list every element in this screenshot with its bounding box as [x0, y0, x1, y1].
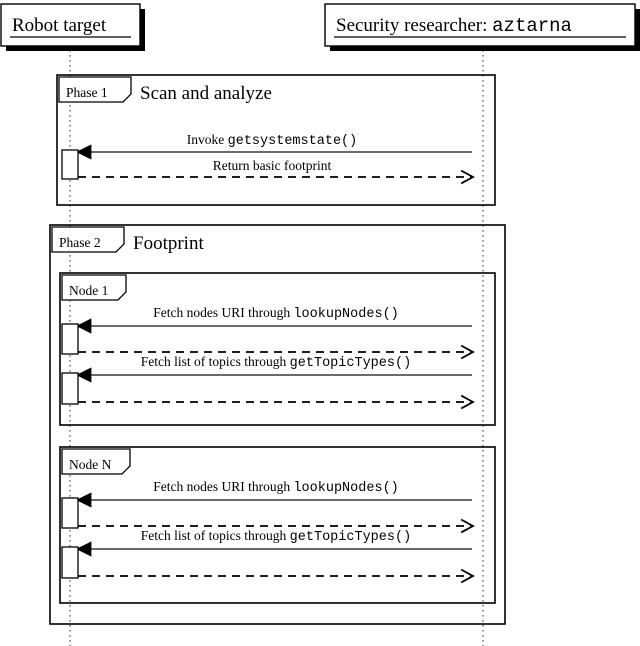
message-label-mono-m1-invoke-getsystemstate: getsystemstate() — [228, 134, 358, 149]
actor-box-robot-target[interactable] — [0, 3, 141, 47]
message-label-mono-m7-nodeN-lookupnodes: lookupNodes() — [293, 481, 398, 496]
frame-phase-1: Phase 1 Scan and analyze — [56, 74, 496, 206]
frame-tab-phase-1 — [58, 76, 132, 103]
message-arrowhead-m8-nodeN-lookupnodes-return — [460, 518, 475, 534]
message-m7-nodeN-lookupnodes: Fetch nodes URI through lookupNodes() — [76, 479, 472, 508]
frame-border-phase-2 — [49, 224, 506, 625]
message-m2-return-basic-footprint: Return basic footprint — [78, 158, 475, 185]
activation-bar-act-3 — [61, 372, 79, 405]
message-label-m3-node1-lookupnodes: Fetch nodes URI through lookupNodes() — [153, 305, 399, 322]
message-m4-node1-lookupnodes-return — [78, 344, 475, 360]
message-m1-invoke-getsystemstate: Invoke getsystemstate() — [76, 132, 472, 160]
message-group: Invoke getsystemstate() Return basic foot… — [76, 132, 475, 584]
message-label-m9-nodeN-gettopictypes: Fetch list of topics through getTopicTyp… — [141, 528, 411, 545]
message-arrowhead-m7-nodeN-lookupnodes — [76, 492, 92, 508]
actor-box-security-researcher[interactable] — [324, 3, 636, 47]
message-m5-node1-gettopictypes: Fetch list of topics through getTopicTyp… — [76, 354, 472, 383]
message-label-m2-return-basic-footprint: Return basic footprint — [213, 158, 332, 173]
activation-group — [61, 149, 79, 579]
frame-tab-label-phase-1: Phase 1 — [66, 85, 108, 100]
actor-label-serif-robot-target: Robot target — [12, 15, 107, 36]
actor-label-mono-security-researcher: aztarna — [492, 15, 572, 37]
actor-group: Robot target Security researcher: aztarna — [0, 3, 640, 51]
message-label-mono-m3-node1-lookupnodes: lookupNodes() — [293, 307, 398, 322]
actor-robot-target[interactable]: Robot target — [0, 3, 145, 51]
activation-bar-act-1 — [61, 149, 79, 180]
frame-node-n: Node N — [59, 446, 496, 604]
actor-label-security-researcher: Security researcher: aztarna — [336, 15, 572, 37]
frame-phase-2: Phase 2 Footprint — [49, 224, 506, 625]
message-m9-nodeN-gettopictypes: Fetch list of topics through getTopicTyp… — [76, 528, 472, 557]
message-label-serif-m7-nodeN-lookupnodes: Fetch nodes URI through — [153, 479, 293, 494]
frame-border-node-n — [59, 446, 496, 604]
message-arrowhead-m6-node1-gettopictypes-return — [460, 394, 475, 410]
actor-label-serif-security-researcher: Security researcher: — [336, 15, 492, 36]
actor-label-robot-target: Robot target — [12, 15, 107, 36]
activation-bar-act-2 — [61, 323, 79, 355]
message-label-mono-m9-nodeN-gettopictypes: getTopicTypes() — [290, 530, 412, 545]
frame-tab-label-node-n: Node N — [69, 457, 112, 472]
message-label-m7-nodeN-lookupnodes: Fetch nodes URI through lookupNodes() — [153, 479, 399, 496]
message-arrowhead-m10-nodeN-gettopictypes-return — [460, 568, 475, 584]
message-arrowhead-m3-node1-lookupnodes — [76, 318, 92, 334]
message-label-serif-m2-return-basic-footprint: Return basic footprint — [213, 158, 332, 173]
message-label-m1-invoke-getsystemstate: Invoke getsystemstate() — [187, 132, 358, 149]
message-label-serif-m5-node1-gettopictypes: Fetch list of topics through — [141, 354, 290, 369]
activation-bar-act-4 — [61, 497, 79, 529]
message-arrowhead-m1-invoke-getsystemstate — [76, 144, 92, 160]
message-label-mono-m5-node1-gettopictypes: getTopicTypes() — [290, 356, 412, 371]
frame-node-1: Node 1 — [59, 272, 496, 426]
message-label-m5-node1-gettopictypes: Fetch list of topics through getTopicTyp… — [141, 354, 411, 371]
frame-title-phase-2: Footprint — [133, 233, 204, 254]
activation-bar-act-5 — [61, 546, 79, 579]
frame-tab-label-phase-2: Phase 2 — [59, 235, 101, 250]
actor-security-researcher[interactable]: Security researcher: aztarna — [324, 3, 640, 51]
frame-border-phase-1 — [56, 74, 496, 206]
message-label-serif-m1-invoke-getsystemstate: Invoke — [187, 132, 228, 147]
message-label-serif-m9-nodeN-gettopictypes: Fetch list of topics through — [141, 528, 290, 543]
message-m3-node1-lookupnodes: Fetch nodes URI through lookupNodes() — [76, 305, 472, 334]
frame-title-phase-1: Scan and analyze — [140, 83, 272, 104]
frame-tab-node-n — [61, 448, 131, 475]
message-m6-node1-gettopictypes-return — [78, 394, 475, 410]
frame-tab-node-1 — [61, 274, 127, 301]
message-label-serif-m3-node1-lookupnodes: Fetch nodes URI through — [153, 305, 293, 320]
message-arrowhead-m4-node1-lookupnodes-return — [460, 344, 475, 360]
frame-tab-phase-2 — [51, 226, 125, 253]
message-m10-nodeN-gettopictypes-return — [78, 568, 475, 584]
frame-border-node-1 — [59, 272, 496, 426]
frame-tab-label-node-1: Node 1 — [69, 283, 108, 298]
message-arrowhead-m9-nodeN-gettopictypes — [76, 541, 92, 557]
message-arrowhead-m2-return-basic-footprint — [460, 169, 475, 185]
message-m8-nodeN-lookupnodes-return — [78, 518, 475, 534]
message-arrowhead-m5-node1-gettopictypes — [76, 367, 92, 383]
